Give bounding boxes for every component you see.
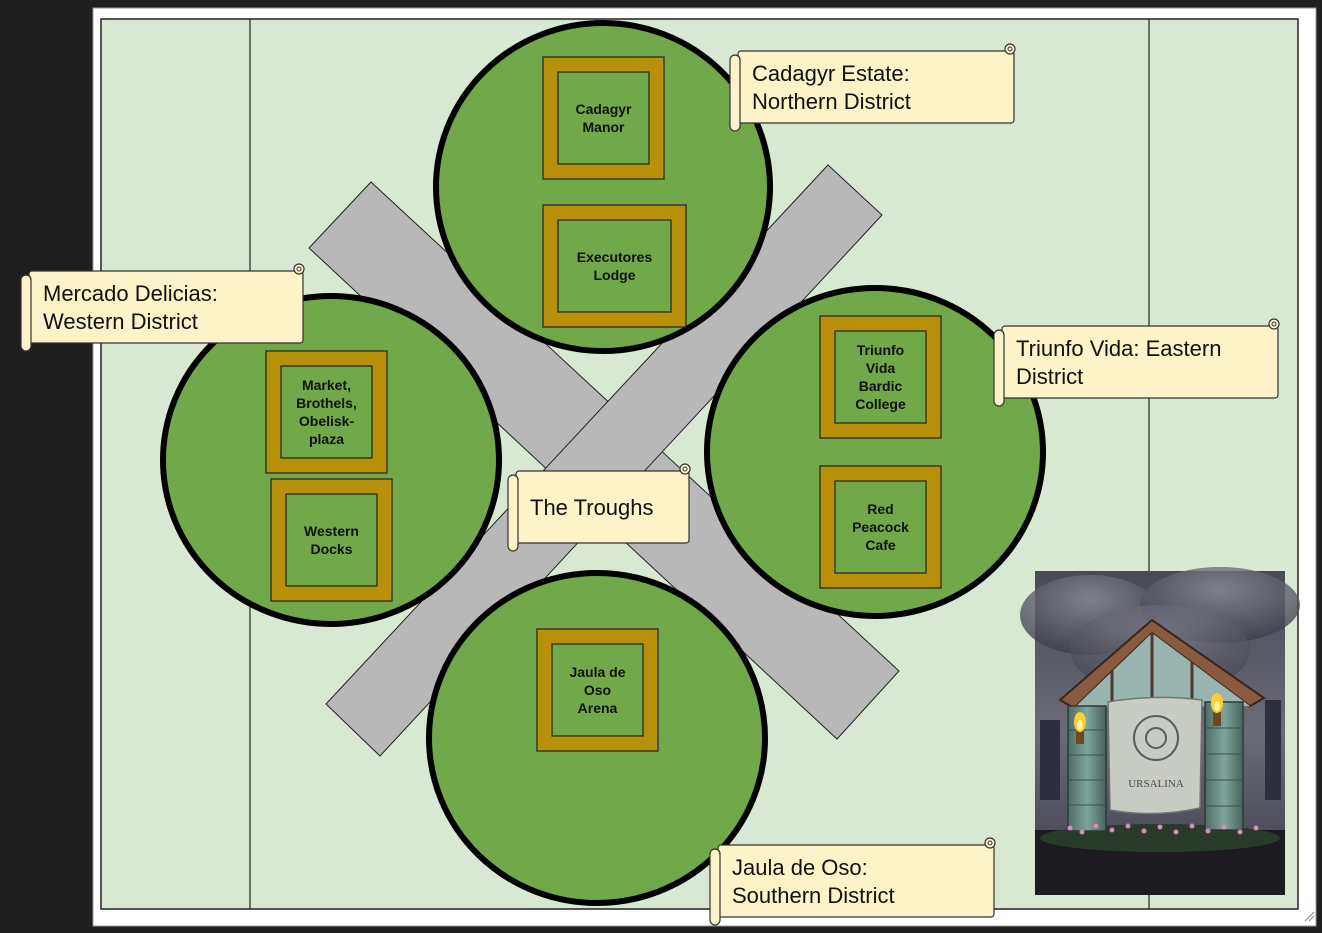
building-label-line: Triunfo bbox=[857, 342, 904, 358]
scroll-label-line: Southern District bbox=[732, 883, 895, 908]
building-label-line: Arena bbox=[578, 700, 618, 716]
building-label-line: Lodge bbox=[594, 267, 636, 283]
building-label-line: Vida bbox=[866, 360, 896, 376]
building-label-line: College bbox=[855, 396, 906, 412]
road-ne-sw bbox=[325, 164, 883, 757]
building-label-line: Docks bbox=[310, 541, 352, 557]
scroll-label-line: Triunfo Vida: Eastern bbox=[1016, 336, 1221, 361]
scroll-label-line: Western District bbox=[43, 309, 198, 334]
building-label-line: plaza bbox=[309, 431, 344, 447]
ursalina-gate-illustration: URSALINA bbox=[1020, 567, 1300, 895]
label-scroll-southern: Jaula de Oso: Southern District bbox=[709, 837, 996, 926]
building-label-line: Oso bbox=[584, 682, 611, 698]
building-label-line: Manor bbox=[583, 119, 626, 135]
label-scroll-northern: Cadagyr Estate: Northern District bbox=[729, 43, 1016, 132]
building-label-line: Cadagyr bbox=[575, 101, 632, 117]
scroll-label-line: Cadagyr Estate: bbox=[752, 61, 910, 86]
building-label-line: Obelisk- bbox=[299, 413, 355, 429]
scroll-labels-layer: Cadagyr Estate: Northern DistrictMercado … bbox=[20, 43, 1280, 926]
building-label-line: Red bbox=[867, 501, 893, 517]
scroll-label-line: Jaula de Oso: bbox=[732, 855, 868, 880]
label-scroll-western: Mercado Delicias: Western District bbox=[20, 263, 305, 352]
resize-grip-icon[interactable] bbox=[1304, 911, 1315, 922]
label-scroll-center: The Troughs bbox=[507, 463, 691, 552]
scroll-label-line: The Troughs bbox=[530, 495, 654, 520]
building-label-line: Jaula de bbox=[569, 664, 625, 680]
scroll-label-line: Northern District bbox=[752, 89, 911, 114]
building-western[interactable]: Market, Brothels, Obelisk-plaza bbox=[265, 350, 388, 474]
building-label-line: Bardic bbox=[859, 378, 903, 394]
building-label-line: Executores bbox=[577, 249, 653, 265]
illustration-sign-text: URSALINA bbox=[1128, 778, 1184, 790]
scroll-label-line: Mercado Delicias: bbox=[43, 281, 218, 306]
building-label-line: Brothels, bbox=[296, 395, 357, 411]
building-label-line: Western bbox=[304, 523, 359, 539]
building-label-line: Peacock bbox=[852, 519, 909, 535]
building-label-line: Market, bbox=[302, 377, 351, 393]
building-label-line: Cafe bbox=[865, 537, 896, 553]
scroll-label-line: District bbox=[1016, 364, 1083, 389]
district-eastern[interactable] bbox=[704, 285, 1046, 619]
